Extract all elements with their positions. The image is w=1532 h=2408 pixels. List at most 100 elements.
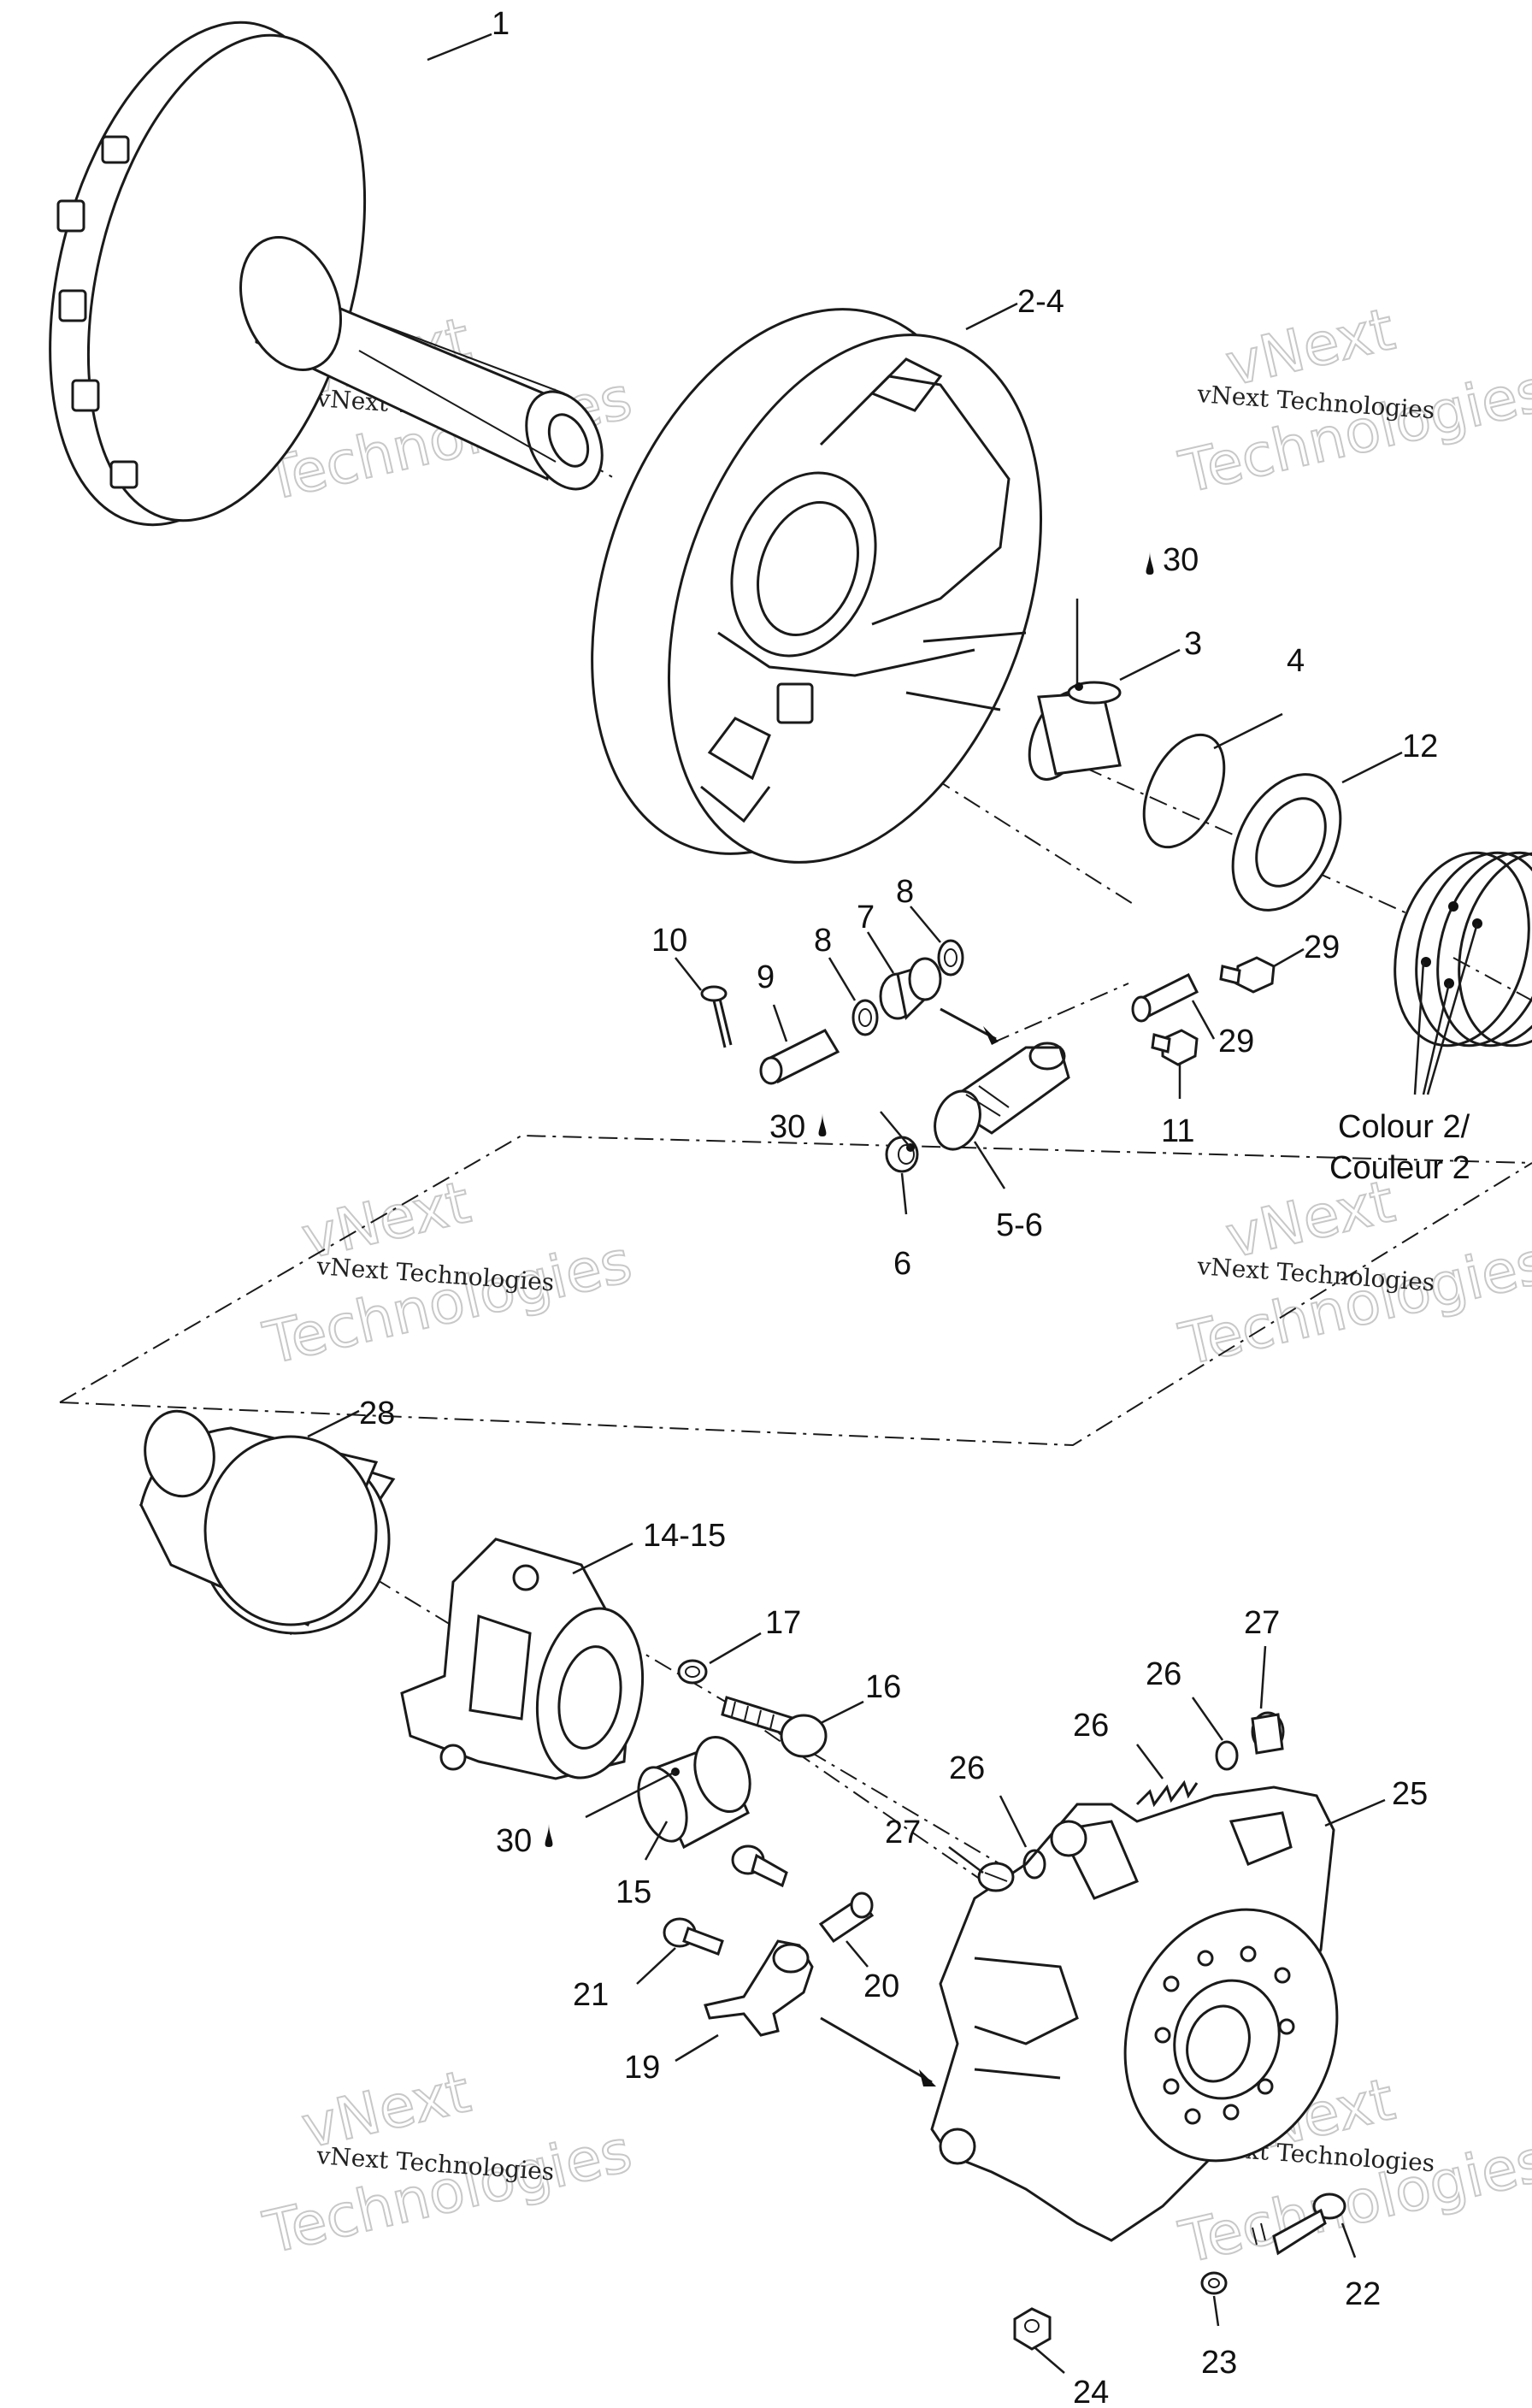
callout-4: 4 [1287,643,1305,679]
leader-9 [772,1004,788,1042]
watermark-line3: Technologies [1174,1230,1532,1379]
leader-3 [1119,648,1181,682]
callout-19: 19 [624,2050,660,2086]
callout-24: 24 [1073,2375,1109,2408]
part-3-bushing [1028,681,1122,781]
leader-27a [1259,1645,1267,1709]
part-8-washer-left [851,999,879,1036]
leader-8a [828,957,857,1001]
part-8-washer-right [937,939,964,977]
leader-7 [866,931,895,974]
callout-27-lower: 27 [885,1815,921,1850]
leader-colour-c [1426,923,1479,1095]
grease-drop-icon [818,1113,827,1136]
part-24-nut [1013,2307,1052,2351]
part-4-retaining-ring [1142,733,1226,849]
callout-1: 1 [492,6,510,42]
part-26-washer-top [1215,1740,1239,1771]
callout-8-right: 8 [896,874,914,910]
leader-1 [427,32,492,62]
callout-30-mid: 30 [769,1109,805,1145]
spring-partial [1394,851,1532,1048]
callout-26-lower: 26 [949,1750,985,1786]
part-26-washer-lower [1022,1849,1046,1880]
leader-10 [675,957,702,991]
part-18-cam-body [930,1785,1339,2242]
part-21-bolt-b [731,1844,788,1888]
leader-22 [1340,2222,1357,2258]
leader-25 [1136,1744,1164,1779]
colour-note-line1: Colour 2/ [1338,1109,1470,1145]
callout-9: 9 [757,959,775,995]
grease-drop-icon [545,1824,553,1847]
callout-16: 16 [865,1669,901,1705]
part-20-pin [818,1892,875,1944]
callout-5-6: 5-6 [996,1207,1043,1243]
watermark-line3: Technologies [1174,357,1532,507]
part-17-washer [677,1659,708,1685]
leader-30c [585,1770,676,1819]
callout-21: 21 [573,1977,609,2013]
arrow-cam-arm [820,2016,933,2084]
leader-8b [910,906,941,943]
part-23-washer [1200,2271,1228,2295]
leader-21 [636,1947,676,1985]
leader-29a [1273,947,1305,968]
part-25-spring [1135,1779,1199,1808]
leader-23 [1212,2295,1220,2327]
leader-11 [1191,1000,1216,1040]
callout-15: 15 [616,1874,651,1910]
callout-6: 6 [893,1246,911,1282]
callout-22: 22 [1345,2276,1381,2312]
leader-26b [999,1795,1028,1848]
leader-18 [1324,1798,1386,1827]
leader-20 [846,1940,869,1968]
part-1-fixed-sheave [49,21,604,527]
part-19-cam-arm [704,1939,814,2037]
leader-15 [644,1821,669,1861]
leader-12 [1341,751,1403,784]
leader-30b [880,1111,911,1148]
leader-2-4 [965,302,1018,331]
leader-14-15 [572,1542,633,1575]
colour-note-line2: Couleur 2 [1329,1150,1470,1186]
leader-16 [820,1700,864,1725]
leader-28 [307,1409,360,1438]
callout-17: 17 [765,1605,801,1641]
part-27-cap-top [1251,1711,1285,1755]
part-22-bolt [1252,2193,1346,2256]
leader-5-6 [973,1141,1006,1189]
leader-17 [709,1632,762,1665]
leader-26a [1191,1697,1224,1741]
callout-7: 7 [857,900,875,935]
part-15-bushing [637,1735,751,1850]
leader-colour-b [1422,983,1451,1095]
part-21-bolt [663,1917,724,1956]
callout-8-left: 8 [814,923,832,959]
part-16-bolt [721,1696,828,1758]
callout-30-top: 30 [1163,542,1199,578]
callout-28: 28 [359,1396,395,1431]
callout-29-top: 29 [1304,930,1340,965]
watermark-bottom-left: vNext Technologies [257,2057,639,2269]
callout-18: 25 [1392,1776,1428,1812]
callout-27-top: 27 [1244,1605,1280,1641]
leader-4 [1213,712,1283,750]
part-29-screw-lower [1151,1029,1199,1066]
grease-drop-icon [1146,552,1154,575]
callout-29-lower: 11 [1161,1113,1194,1149]
callout-26-top: 26 [1146,1656,1181,1692]
leader-19 [675,2033,719,2063]
callout-2-4: 2-4 [1017,284,1064,320]
part-11-pin [1131,972,1199,1023]
callout-10: 10 [651,923,687,959]
part-6-bushing [885,1136,919,1173]
callout-3: 3 [1184,626,1202,662]
leader-27b [948,1846,984,1874]
part-29-screw-top [1219,956,1276,994]
part-5-6-lever [934,1042,1070,1151]
part-27-cap-lower [977,1862,1015,1892]
arrow-lever [940,1007,997,1041]
part-14-15-housing [400,1537,645,1780]
